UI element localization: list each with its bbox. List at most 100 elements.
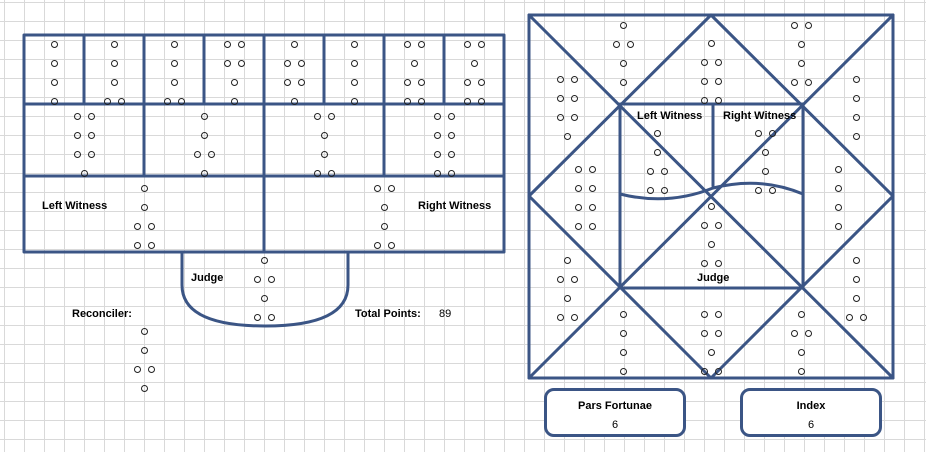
figure-row xyxy=(306,164,342,183)
figure-row xyxy=(456,54,492,73)
figure-dot xyxy=(761,149,769,156)
figure-dot xyxy=(380,204,388,211)
figure-dot xyxy=(761,168,769,175)
figure-dot xyxy=(700,78,708,85)
figure-row xyxy=(426,145,462,164)
figure-dot xyxy=(403,79,411,86)
house-12-figure xyxy=(605,305,641,381)
figure-row xyxy=(605,324,641,343)
figure-row xyxy=(336,35,372,54)
figure-dot xyxy=(417,41,425,48)
figure-row xyxy=(639,143,675,162)
niece-3-figure xyxy=(306,107,342,183)
figure-row xyxy=(126,198,162,217)
figure-dot xyxy=(714,330,722,337)
figure-row xyxy=(126,379,162,398)
figure-dot xyxy=(619,311,627,318)
figure-dot xyxy=(834,166,842,173)
figure-dot xyxy=(50,41,58,48)
figure-dot xyxy=(103,98,111,105)
figure-row xyxy=(96,54,132,73)
figure-dot xyxy=(707,203,715,210)
figure-dot xyxy=(700,368,708,375)
figure-dot xyxy=(852,295,860,302)
figure-row xyxy=(549,270,585,289)
index-label: Index xyxy=(796,400,826,412)
figure-row xyxy=(456,92,492,111)
figure-row xyxy=(693,324,729,343)
figure-dot xyxy=(320,132,328,139)
figure-dot xyxy=(804,22,812,29)
daughter-4-figure xyxy=(456,35,492,111)
figure-row xyxy=(838,127,874,146)
figure-dot xyxy=(140,204,148,211)
figure-row xyxy=(366,217,402,236)
figure-dot xyxy=(433,151,441,158)
total-points-value: 89 xyxy=(439,308,452,320)
figure-dot xyxy=(797,368,805,375)
figure-row xyxy=(783,362,819,381)
figure-dot xyxy=(834,185,842,192)
figure-row xyxy=(126,322,162,341)
figure-row xyxy=(66,145,102,164)
figure-dot xyxy=(253,276,261,283)
figure-row xyxy=(693,216,729,235)
figure-dot xyxy=(653,149,661,156)
figure-row xyxy=(783,16,819,35)
figure-row xyxy=(186,164,222,183)
figure-dot xyxy=(200,113,208,120)
figure-dot xyxy=(660,187,668,194)
figure-dot xyxy=(563,257,571,264)
figure-dot xyxy=(230,79,238,86)
figure-dot xyxy=(790,330,798,337)
figure-dot xyxy=(350,60,358,67)
figure-row xyxy=(693,235,729,254)
figure-dot xyxy=(350,79,358,86)
figure-dot xyxy=(714,59,722,66)
figure-dot xyxy=(403,41,411,48)
figure-dot xyxy=(619,368,627,375)
figure-row xyxy=(186,126,222,145)
figure-dot xyxy=(834,204,842,211)
figure-dot xyxy=(283,79,291,86)
figure-dot xyxy=(387,242,395,249)
figure-dot xyxy=(433,132,441,139)
figure-dot xyxy=(73,151,81,158)
figure-row xyxy=(549,70,585,89)
figure-row xyxy=(126,179,162,198)
figure-dot xyxy=(133,366,141,373)
figure-dot xyxy=(320,151,328,158)
figure-row xyxy=(66,107,102,126)
figure-row xyxy=(66,126,102,145)
figure-row xyxy=(216,73,252,92)
figure-dot xyxy=(170,41,178,48)
figure-row xyxy=(605,73,641,92)
figure-row xyxy=(605,305,641,324)
figure-dot xyxy=(447,113,455,120)
figure-row xyxy=(693,305,729,324)
figure-dot xyxy=(588,223,596,230)
figure-row xyxy=(567,179,603,198)
figure-row xyxy=(156,73,192,92)
figure-dot xyxy=(327,113,335,120)
chart-right-witness-figure xyxy=(747,124,783,200)
figure-row xyxy=(605,343,641,362)
figure-dot xyxy=(237,60,245,67)
figure-row xyxy=(336,54,372,73)
figure-row xyxy=(783,305,819,324)
figure-row xyxy=(156,35,192,54)
figure-dot xyxy=(387,185,395,192)
figure-row xyxy=(549,127,585,146)
figure-dot xyxy=(619,79,627,86)
figure-dot xyxy=(570,114,578,121)
figure-dot xyxy=(852,276,860,283)
figure-dot xyxy=(87,151,95,158)
figure-row xyxy=(838,70,874,89)
figure-dot xyxy=(700,311,708,318)
figure-dot xyxy=(177,98,185,105)
figure-dot xyxy=(852,114,860,121)
figure-row xyxy=(605,362,641,381)
figure-row xyxy=(396,92,432,111)
figure-dot xyxy=(207,151,215,158)
figure-dot xyxy=(834,223,842,230)
